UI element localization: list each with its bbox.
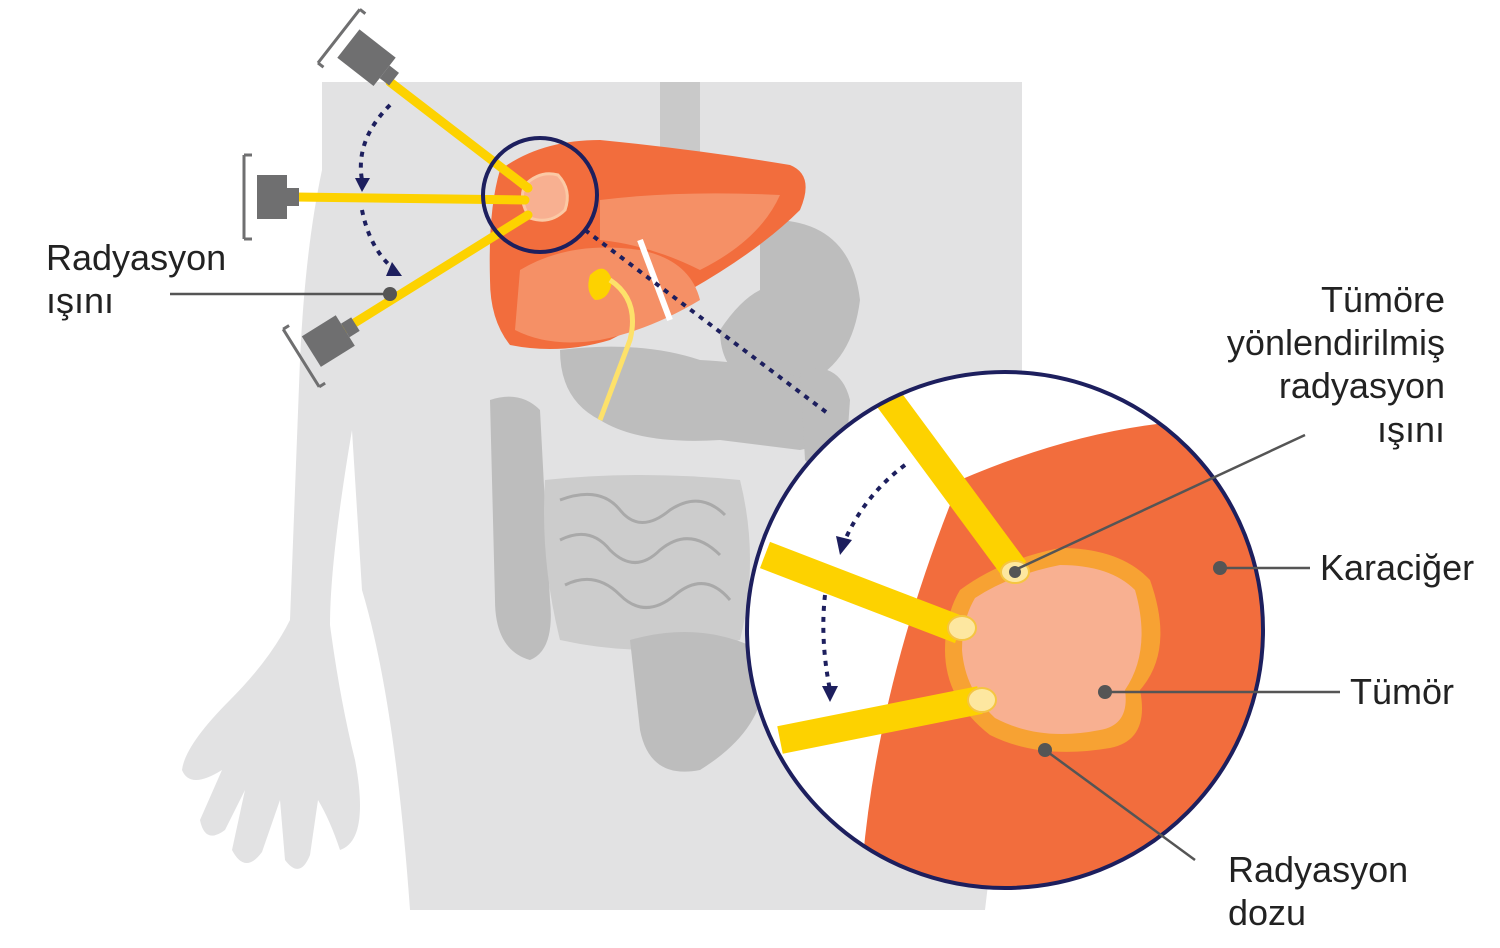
- radiation-source-icon: [242, 8, 399, 389]
- zoom-connector: [583, 228, 832, 417]
- leader-dots: [383, 287, 1227, 757]
- label-targeted-beam: Tümöre yönlendirilmiş radyasyon ışını: [1226, 279, 1445, 450]
- focus-circle: [481, 136, 599, 254]
- tumor-small: [520, 172, 569, 222]
- zoom-view: [745, 370, 1265, 890]
- leader-lines: [170, 292, 1340, 862]
- digestive-organs: [490, 219, 860, 772]
- label-tumor: Tümör: [1350, 671, 1455, 712]
- liver-small: [489, 140, 806, 421]
- arc-arrow-icon: [358, 103, 397, 272]
- zoom-arc-arrow-icon: [821, 463, 907, 691]
- arc-arrow-heads: [355, 178, 402, 276]
- label-radiation-beam: Radyasyon ışını: [46, 237, 227, 322]
- intestine-lines: [559, 492, 732, 609]
- label-liver: Karaciğer: [1320, 547, 1475, 588]
- zoom-arc-arrow-heads: [822, 536, 852, 702]
- label-radiation-dose: Radyasyon dozu: [1228, 849, 1409, 934]
